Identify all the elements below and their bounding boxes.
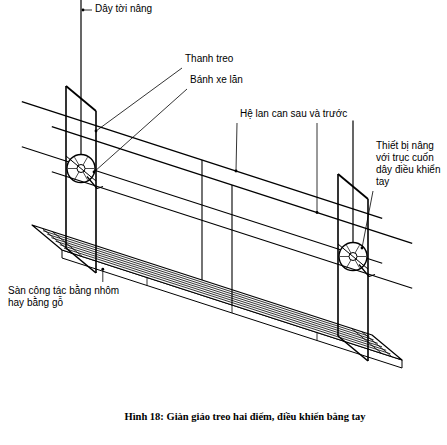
leader-line — [96, 68, 182, 131]
leader-line — [317, 123, 318, 213]
deck-cleat — [362, 332, 392, 357]
deck-board — [43, 231, 369, 337]
deck-rung — [147, 278, 148, 286]
leader-dot — [235, 170, 238, 173]
wheel-spoke — [357, 256, 366, 257]
wheel-spoke — [85, 168, 94, 169]
leader-dot — [93, 171, 96, 174]
wheel-spoke — [75, 172, 80, 180]
leader-dot — [82, 9, 85, 12]
leader-line — [236, 123, 237, 171]
hanger-bottom-bar — [338, 336, 368, 361]
hoist-rope — [80, 0, 81, 99]
leader-line — [102, 269, 103, 282]
leader-dot — [95, 130, 98, 133]
wheel-spoke — [340, 256, 349, 257]
deck-rung — [317, 333, 318, 341]
deck-cleat — [352, 328, 382, 353]
leader-line — [362, 191, 373, 248]
hanger-bottom-bar — [66, 248, 96, 273]
hanger-front-post — [367, 199, 369, 361]
wheel-spoke — [83, 157, 88, 165]
crank-handle — [359, 265, 375, 277]
hanger-front-post — [95, 111, 97, 273]
hoist-rope — [352, 187, 353, 243]
part-label: Dây tời nâng — [95, 3, 175, 15]
part-label: Sàn công tác bằng nhôm hay bằng gỗ — [8, 285, 120, 309]
front-post — [231, 185, 232, 305]
wheel-spoke — [347, 260, 352, 268]
part-label: Hệ lan can sau và trước — [240, 108, 390, 120]
crank-handle — [87, 177, 103, 189]
deck-cleat — [52, 232, 82, 257]
hoist-rope — [80, 99, 81, 155]
deck-rung — [232, 305, 233, 313]
hoist-rope — [352, 121, 353, 187]
leader-line — [94, 89, 187, 172]
wheel-spoke — [68, 168, 77, 169]
part-label: Thanh treo — [185, 53, 255, 65]
figure-caption: Hình 18: Giàn giáo treo hai điểm, điều k… — [60, 411, 430, 422]
leader-dot — [361, 247, 364, 250]
wheel-spoke — [355, 245, 360, 253]
part-label: Thiết bị nâng với trục cuốn dây điều khi… — [376, 140, 442, 188]
leader-dot — [316, 211, 319, 214]
part-label: Bánh xe lăn — [190, 74, 260, 86]
leader-dot — [101, 268, 104, 271]
